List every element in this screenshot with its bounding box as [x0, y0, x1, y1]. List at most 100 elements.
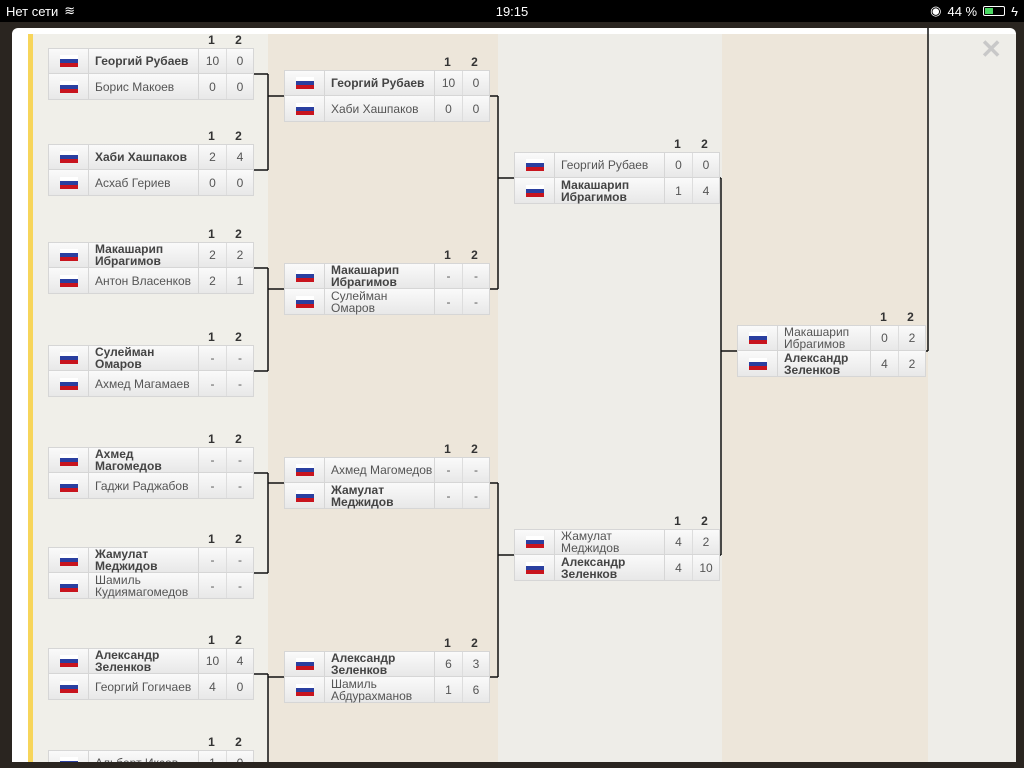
player-row[interactable]: Ахмед Магомедов--: [284, 457, 490, 483]
set-header: 2: [471, 55, 478, 69]
bracket-connectors: [252, 28, 929, 762]
score-set-2: -: [462, 483, 489, 508]
set-header: 1: [208, 129, 215, 143]
player-name: Жамулат Меджидов: [89, 548, 199, 572]
set-header: 1: [444, 442, 451, 456]
set-header: 2: [471, 442, 478, 456]
score-set-2: -: [226, 473, 253, 498]
player-name: Жамулат Меджидов: [325, 483, 435, 508]
player-row[interactable]: Шамиль Кудиямагомедов--: [48, 573, 254, 599]
score-set-2: 0: [226, 751, 253, 762]
player-row[interactable]: Жамулат Меджидов--: [284, 483, 490, 509]
russia-flag-icon: [49, 573, 89, 598]
player-name: Ахмед Магамаев: [89, 371, 199, 396]
score-set-1: 0: [445, 101, 452, 116]
player-row[interactable]: Жамулат Меджидов--: [48, 547, 254, 573]
set-header: 2: [235, 129, 242, 143]
score-set-2: -: [462, 458, 489, 482]
score-set-2: 0: [692, 153, 719, 177]
set-header: 2: [701, 137, 708, 151]
set-header: 2: [235, 432, 242, 446]
set-header: 2: [701, 514, 708, 528]
score-set-2: 4: [226, 145, 253, 169]
russia-flag-icon: [49, 74, 89, 99]
accent-stripe: [28, 34, 33, 762]
russia-flag-icon: [285, 652, 325, 676]
player-name: Макашарип Ибрагимов: [778, 326, 871, 350]
player-row[interactable]: Ахмед Магомедов--: [48, 447, 254, 473]
score-set-1: 2: [209, 150, 216, 164]
score-set-1: 1: [445, 682, 452, 697]
score-set-1: 4: [675, 535, 682, 549]
player-name: Александр Зеленков: [555, 555, 665, 580]
set-header: 1: [208, 633, 215, 647]
set-header: 1: [444, 248, 451, 262]
player-row[interactable]: Альберт Иксов10: [48, 750, 254, 762]
player-row[interactable]: Сулейман Омаров--: [48, 345, 254, 371]
player-row[interactable]: Ахмед Магамаев--: [48, 371, 254, 397]
score-set-2: -: [462, 264, 489, 288]
score-set-1: 4: [675, 560, 682, 575]
player-name: Антон Власенков: [89, 268, 199, 293]
player-row[interactable]: Макашарип Ибрагимов--: [284, 263, 490, 289]
score-set-1: -: [210, 351, 215, 365]
russia-flag-icon: [515, 555, 555, 580]
player-row[interactable]: Гаджи Раджабов--: [48, 473, 254, 499]
set-header: 2: [235, 633, 242, 647]
close-button[interactable]: ✕: [980, 34, 1002, 64]
score-set-1: 0: [209, 79, 216, 94]
player-name: Шамиль Кудиямагомедов: [89, 573, 199, 598]
player-row[interactable]: Сулейман Омаров--: [284, 289, 490, 315]
set-header: 1: [208, 227, 215, 241]
russia-flag-icon: [738, 326, 778, 350]
russia-flag-icon: [49, 473, 89, 498]
score-set-2: 2: [692, 530, 719, 554]
score-set-2: 0: [226, 170, 253, 195]
player-name: Макашарип Ибрагимов: [325, 264, 435, 288]
score-set-2: 2: [226, 243, 253, 267]
score-set-1: 6: [445, 657, 452, 671]
set-header: 1: [880, 310, 887, 324]
battery-icon: [983, 6, 1006, 16]
russia-flag-icon: [49, 649, 89, 673]
wifi-icon: ≋: [64, 3, 76, 18]
match[interactable]: 12Альберт Иксов10: [48, 735, 254, 762]
player-name: Асхаб Гериев: [89, 170, 199, 195]
player-name: Георгий Гогичаев: [89, 674, 199, 699]
player-name: Жамулат Меджидов: [555, 530, 665, 554]
score-set-2: -: [226, 346, 253, 370]
score-set-1: -: [210, 478, 215, 493]
